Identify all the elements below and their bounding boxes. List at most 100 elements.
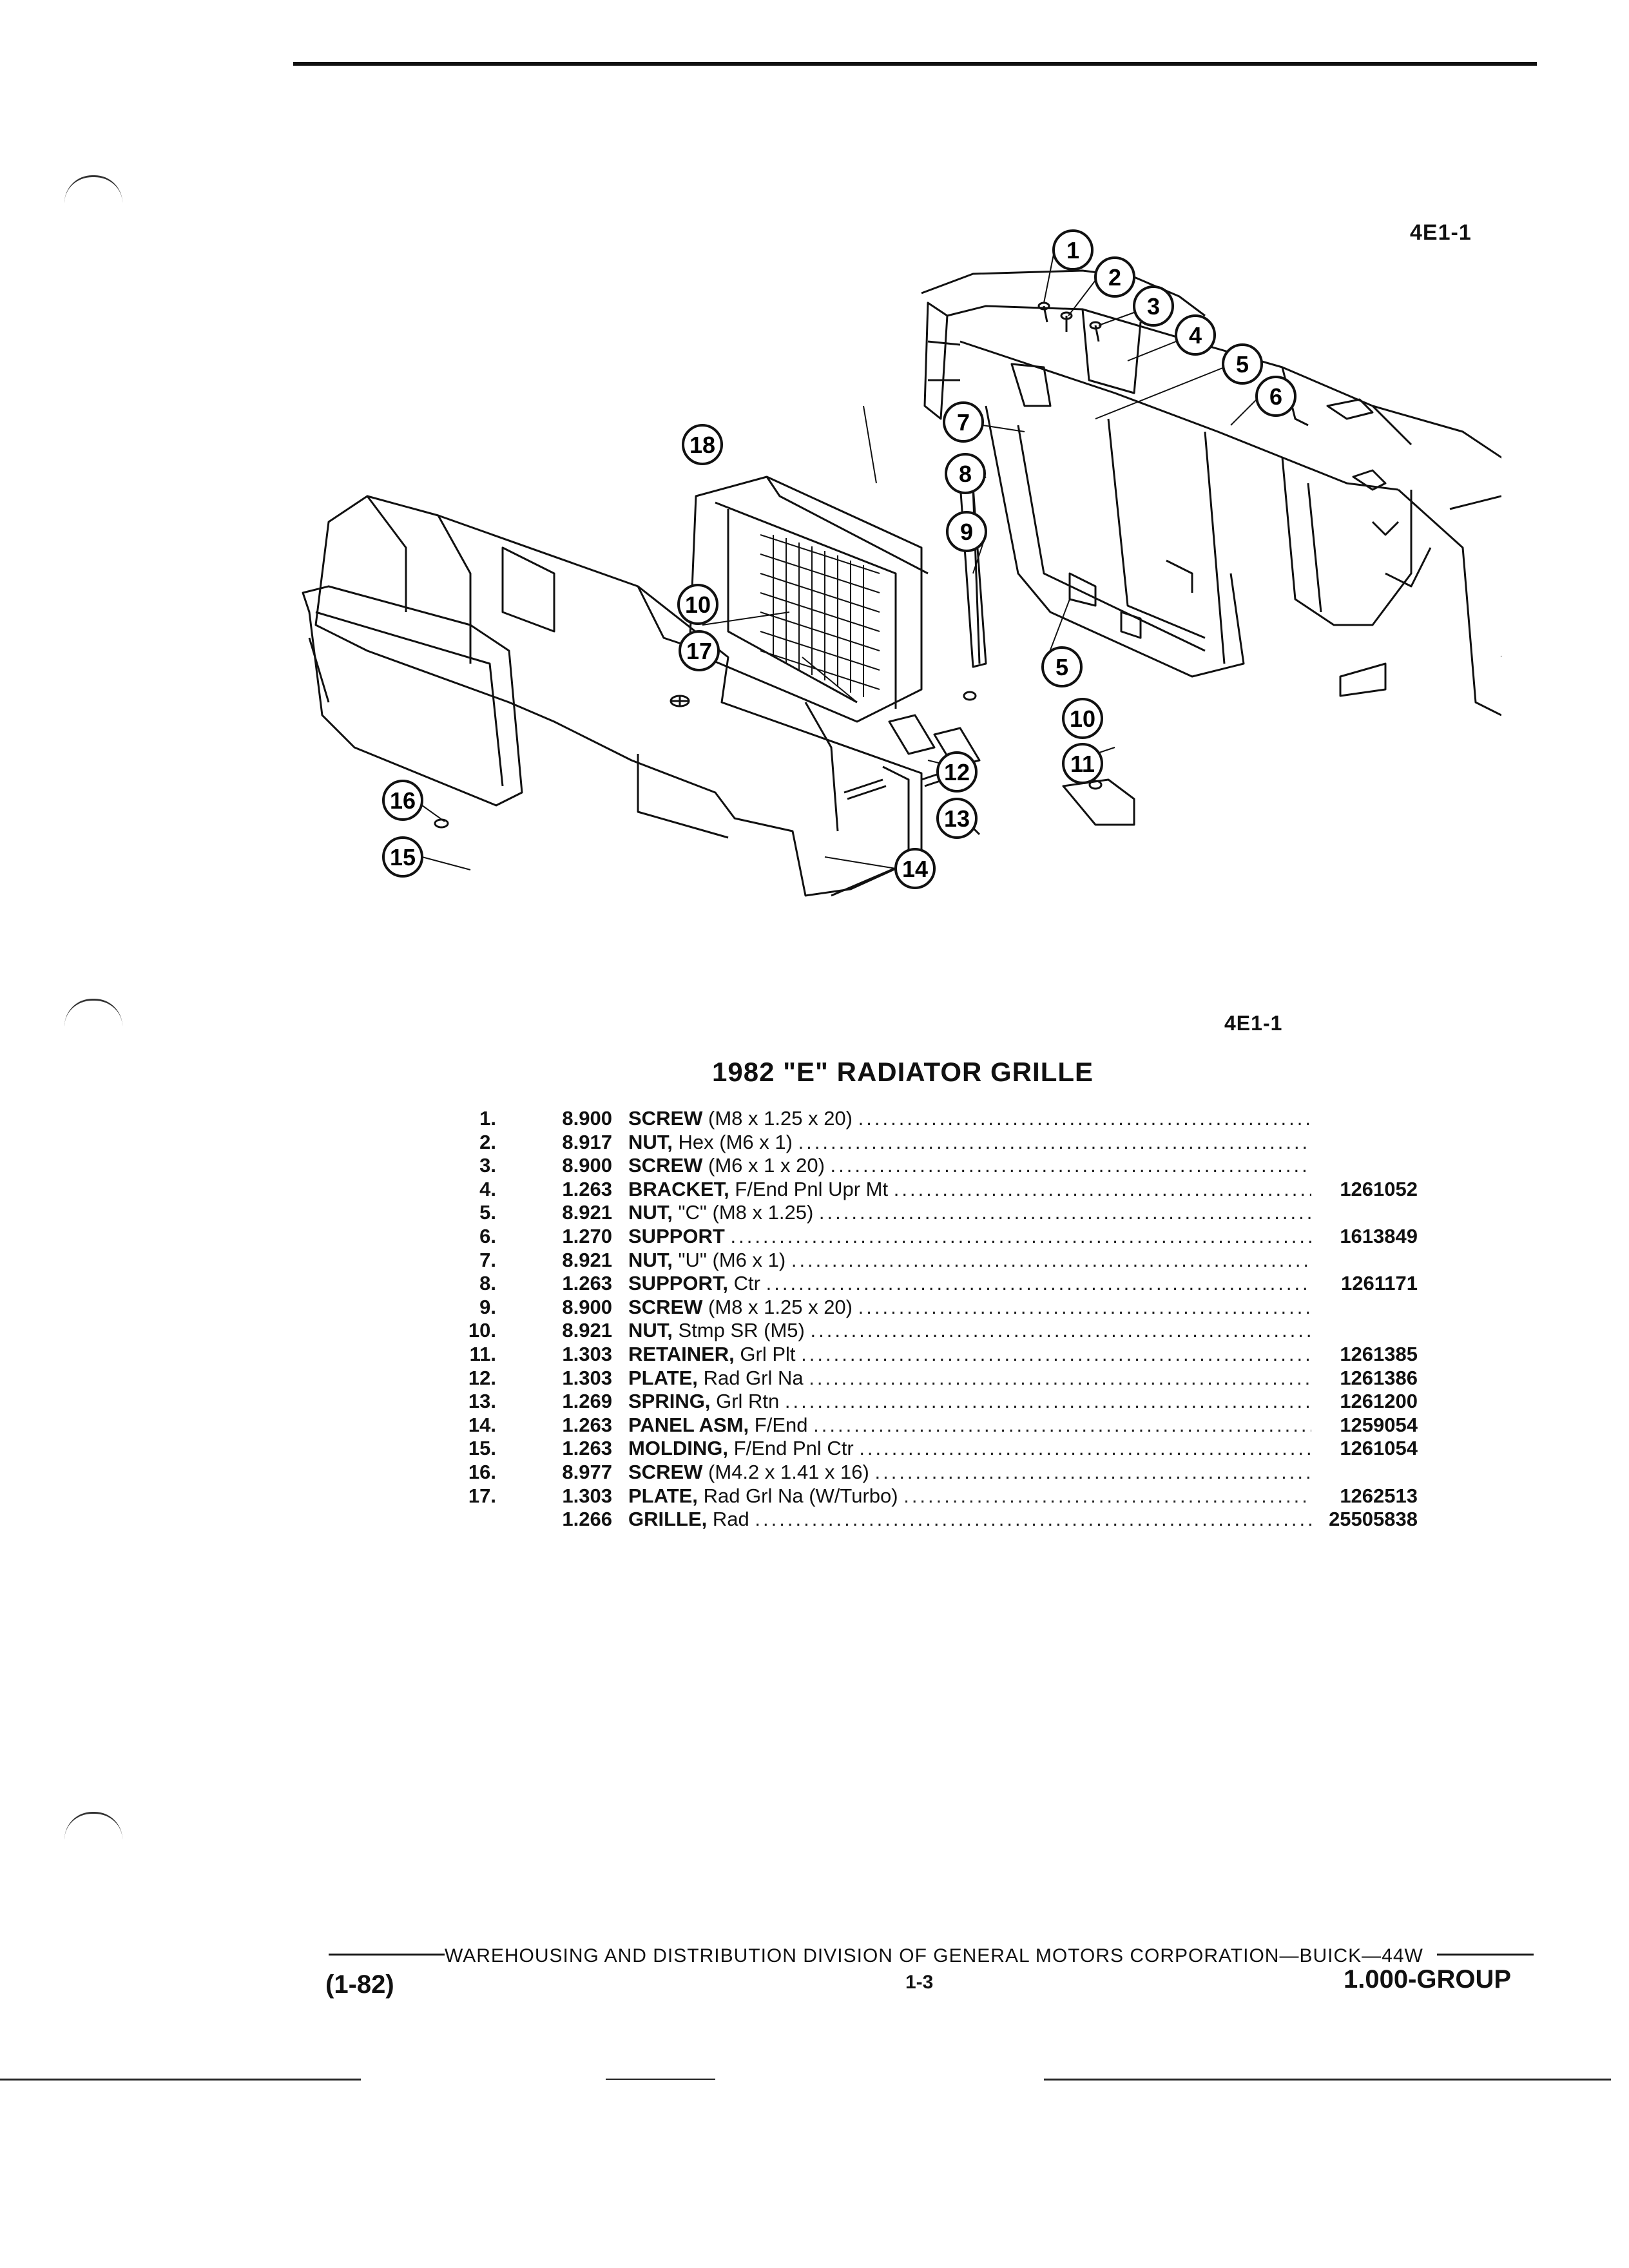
front-end-panel-drawing <box>314 495 923 897</box>
callout-3: 3 <box>1133 285 1174 327</box>
item-number: 2. <box>479 1130 496 1153</box>
part-description: GRILLE, Rad ............................… <box>628 1508 1311 1532</box>
leader-dots: ........................................… <box>874 1460 1311 1483</box>
svg-text:18: 18 <box>689 432 715 458</box>
part-detail: Rad <box>712 1508 749 1531</box>
leader-dots: ........................................… <box>784 1390 1311 1413</box>
callout-8: 8 <box>945 453 986 494</box>
footer-rule-left <box>329 1954 445 1956</box>
part-number: 1261052 <box>1340 1177 1418 1200</box>
callout-10b: 10 <box>1062 698 1103 739</box>
leader-dots: ........................................… <box>858 1107 1311 1129</box>
item-number: 17. <box>468 1484 496 1507</box>
group-number: 8.917 <box>562 1130 612 1153</box>
item-number: 4. <box>479 1177 496 1200</box>
callout-18: 18 <box>682 424 723 465</box>
leader-dots: ........................................… <box>801 1342 1311 1365</box>
part-detail: Grl Rtn <box>716 1390 780 1413</box>
part-detail: (M8 x 1.25 x 20) <box>708 1295 853 1318</box>
footer-division: WAREHOUSING AND DISTRIBUTION DIVISION OF… <box>445 1945 1423 1966</box>
page-title: 1982 "E" RADIATOR GRILLE <box>712 1057 1094 1087</box>
top-rule <box>293 62 1537 66</box>
part-description: SCREW (M6 x 1 x 20) ....................… <box>628 1154 1311 1178</box>
callouts: 1 2 3 4 5 6 7 8 9 10 5 10 11 12 13 14 15… <box>382 229 1296 889</box>
group-number: 8.900 <box>562 1295 612 1318</box>
callout-5: 5 <box>1222 343 1263 385</box>
part-description: NUT, "U" (M6 x 1) ......................… <box>628 1249 1311 1273</box>
part-description: SCREW (M4.2 x 1.41 x 16) ...............… <box>628 1461 1311 1485</box>
item-number: 16. <box>468 1460 496 1483</box>
group-number: 1.270 <box>562 1224 612 1247</box>
part-number: 1261200 <box>1340 1390 1418 1413</box>
group-number: 8.921 <box>562 1319 612 1342</box>
part-description: PLATE, Rad Grl Na (W/Turbo) ............… <box>628 1485 1311 1508</box>
leader-dots: ........................................… <box>818 1201 1311 1224</box>
group-number: 8.921 <box>562 1201 612 1224</box>
part-name: PLATE, <box>628 1366 698 1389</box>
leader-dots: ........................................… <box>798 1130 1311 1153</box>
part-name: SUPPORT <box>628 1224 725 1247</box>
part-number: 1259054 <box>1340 1413 1418 1436</box>
part-name: NUT, <box>628 1130 673 1153</box>
part-description: PANEL ASM, F/End .......................… <box>628 1414 1311 1437</box>
part-name: NUT, <box>628 1201 673 1224</box>
part-detail: Grl Plt <box>740 1342 796 1365</box>
leader-dots: ........................................… <box>859 1437 1311 1460</box>
bottom-rule <box>1044 2079 1611 2081</box>
svg-text:1: 1 <box>1066 237 1079 264</box>
callout-12: 12 <box>936 751 978 793</box>
part-number: 25505838 <box>1329 1508 1418 1531</box>
part-detail: Hex (M6 x 1) <box>678 1130 793 1153</box>
leader-dots: ........................................… <box>766 1272 1311 1295</box>
punch-hole-mark <box>64 175 122 203</box>
group-number: 1.303 <box>562 1342 612 1365</box>
part-name: RETAINER, <box>628 1342 735 1365</box>
leader-dots: ........................................… <box>809 1366 1311 1389</box>
svg-text:7: 7 <box>957 409 970 436</box>
figure-ref-top: 4E1-1 <box>1410 220 1472 245</box>
callout-17: 17 <box>679 630 720 671</box>
part-name: SCREW <box>628 1107 703 1129</box>
group-number: 1.303 <box>562 1484 612 1507</box>
part-description: PLATE, Rad Grl Na ......................… <box>628 1367 1311 1390</box>
exploded-diagram: 1 2 3 4 5 6 7 8 9 10 5 10 11 12 13 14 15… <box>302 229 1501 897</box>
part-description: NUT, Hex (M6 x 1) ......................… <box>628 1131 1311 1155</box>
part-description: SCREW (M8 x 1.25 x 20) .................… <box>628 1107 1311 1131</box>
part-name: SUPPORT, <box>628 1272 729 1295</box>
part-detail: F/End Pnl Upr Mt <box>735 1177 889 1200</box>
part-detail: (M8 x 1.25 x 20) <box>708 1107 853 1129</box>
callout-16: 16 <box>382 780 423 821</box>
leader-dots: ........................................… <box>858 1295 1311 1318</box>
part-name: PLATE, <box>628 1484 698 1507</box>
footer-rule-right <box>1437 1954 1534 1956</box>
svg-text:3: 3 <box>1147 293 1160 320</box>
part-name: SCREW <box>628 1154 703 1177</box>
footer-page: 1-3 <box>905 1972 934 1993</box>
item-number: 1. <box>479 1107 496 1129</box>
part-detail: (M6 x 1 x 20) <box>708 1154 825 1177</box>
parts-row: 11. 1.303 RETAINER, Grl Plt ..............… <box>445 1343 1424 1367</box>
part-name: MOLDING, <box>628 1437 728 1460</box>
footer-group: 1.000-GROUP <box>1344 1965 1512 1994</box>
part-detail: F/End <box>754 1413 808 1436</box>
grille-mesh <box>760 534 880 697</box>
group-number: 1.263 <box>562 1437 612 1460</box>
leader-dots: ........................................… <box>810 1319 1312 1342</box>
part-number: 1261054 <box>1340 1437 1418 1460</box>
callout-11: 11 <box>1062 743 1103 784</box>
leader-dots: ........................................… <box>830 1154 1311 1177</box>
figure-ref-mid: 4E1-1 <box>1224 1012 1283 1035</box>
item-number: 11. <box>469 1342 496 1365</box>
part-description: SUPPORT, Ctr ...........................… <box>628 1272 1311 1296</box>
svg-text:5: 5 <box>1236 351 1249 378</box>
group-number: 1.263 <box>562 1177 612 1200</box>
item-number: 13. <box>468 1390 496 1413</box>
svg-text:11: 11 <box>1070 751 1095 777</box>
svg-text:9: 9 <box>960 519 973 545</box>
footer-date: (1-82) <box>325 1970 394 1999</box>
part-number: 1261386 <box>1340 1366 1418 1389</box>
